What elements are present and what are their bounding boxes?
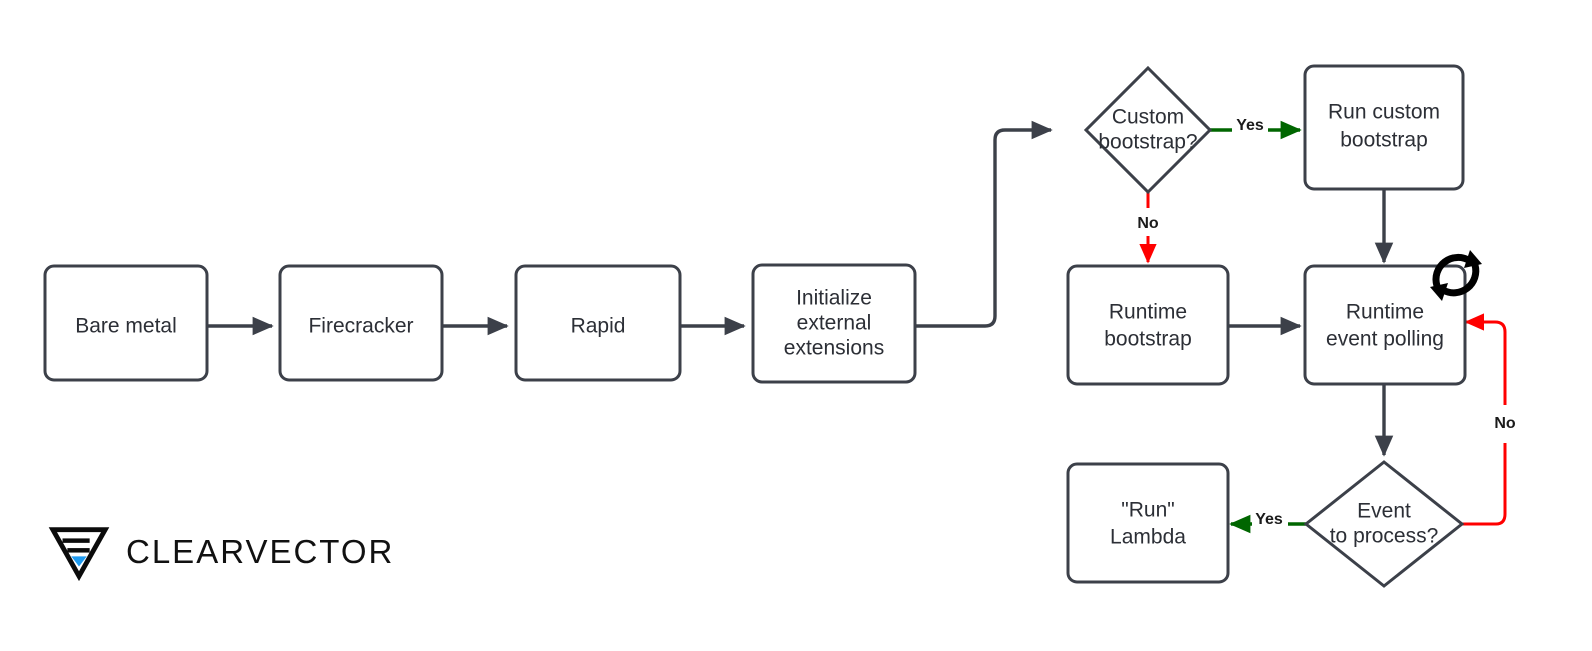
node-event-to-process-shape[interactable] xyxy=(1303,460,1465,588)
node-custom-bootstrap[interactable]: Custom bootstrap? xyxy=(1083,65,1213,195)
node-run-custom-bootstrap-shape[interactable] xyxy=(1303,64,1465,191)
node-firecracker-label: Firecracker xyxy=(308,315,413,338)
edge-label-custom-bootstrap-yes: Yes xyxy=(1236,117,1264,134)
node-run-lambda-label-line2: Lambda xyxy=(1110,526,1186,549)
clearvector-triangle-mark xyxy=(48,527,110,582)
node-event-to-process[interactable]: Event to process? xyxy=(1303,460,1465,588)
edge-custom-bootstrap-yes: Yes xyxy=(1209,117,1302,140)
node-rapid-shape[interactable] xyxy=(514,264,682,382)
node-runtime-bootstrap[interactable]: Runtime bootstrap xyxy=(1066,264,1230,386)
clearvector-logo: CLEARVECTOR xyxy=(48,520,394,582)
clearvector-wordmark: CLEARVECTOR xyxy=(126,532,395,570)
node-runtime-bootstrap-shape[interactable] xyxy=(1066,264,1230,386)
node-custom-bootstrap-shape[interactable] xyxy=(1083,65,1213,195)
node-runtime-bootstrap-label-line2: bootstrap xyxy=(1104,328,1192,351)
edge-event-to-process-no-loopback: No xyxy=(1461,313,1516,526)
node-run-custom-bootstrap[interactable]: Run custom bootstrap xyxy=(1303,64,1465,191)
node-bare-metal-label: Bare metal xyxy=(75,315,177,338)
node-custom-bootstrap-label-line1: Custom xyxy=(1112,106,1184,129)
edge-label-event-to-process-yes: Yes xyxy=(1255,511,1283,528)
node-run-lambda-shape[interactable] xyxy=(1066,462,1230,584)
edge-custom-bootstrap-no: No xyxy=(1137,190,1159,264)
node-rapid[interactable]: Rapid xyxy=(514,264,682,382)
loop-icon xyxy=(1430,250,1482,301)
node-initialize-extensions-shape[interactable] xyxy=(751,263,917,384)
edge-initialize-extensions-to-custom-bootstrap xyxy=(915,120,1053,328)
node-rapid-label: Rapid xyxy=(571,315,626,338)
edge-label-custom-bootstrap-no: No xyxy=(1137,215,1159,232)
node-event-to-process-label-line1: Event xyxy=(1357,500,1411,523)
node-runtime-event-polling-label-line1: Runtime xyxy=(1346,301,1424,324)
node-initialize-extensions-label-line2: external xyxy=(797,312,872,335)
node-bare-metal[interactable]: Bare metal xyxy=(43,264,209,382)
node-run-custom-bootstrap-label-line2: bootstrap xyxy=(1340,129,1428,152)
node-runtime-event-polling-shape[interactable] xyxy=(1303,264,1467,386)
node-firecracker[interactable]: Firecracker xyxy=(278,264,444,382)
node-custom-bootstrap-label-line2: bootstrap? xyxy=(1098,131,1197,154)
node-runtime-event-polling[interactable]: Runtime event polling xyxy=(1303,264,1467,386)
node-initialize-extensions-label-line3: extensions xyxy=(784,337,884,360)
node-firecracker-shape[interactable] xyxy=(278,264,444,382)
edge-event-to-process-yes: Yes xyxy=(1229,511,1307,534)
node-run-custom-bootstrap-label-line1: Run custom xyxy=(1328,101,1440,124)
node-event-to-process-label-line2: to process? xyxy=(1330,525,1439,548)
edge-label-event-to-process-no: No xyxy=(1494,415,1516,432)
node-initialize-extensions-label-line1: Initialize xyxy=(796,287,872,310)
node-run-lambda-label-line1: "Run" xyxy=(1121,499,1174,522)
node-runtime-bootstrap-label-line1: Runtime xyxy=(1109,301,1187,324)
node-run-lambda[interactable]: "Run" Lambda xyxy=(1066,462,1230,584)
node-runtime-event-polling-label-line2: event polling xyxy=(1326,328,1444,351)
node-bare-metal-shape[interactable] xyxy=(43,264,209,382)
node-initialize-extensions[interactable]: Initialize external extensions xyxy=(751,263,917,384)
